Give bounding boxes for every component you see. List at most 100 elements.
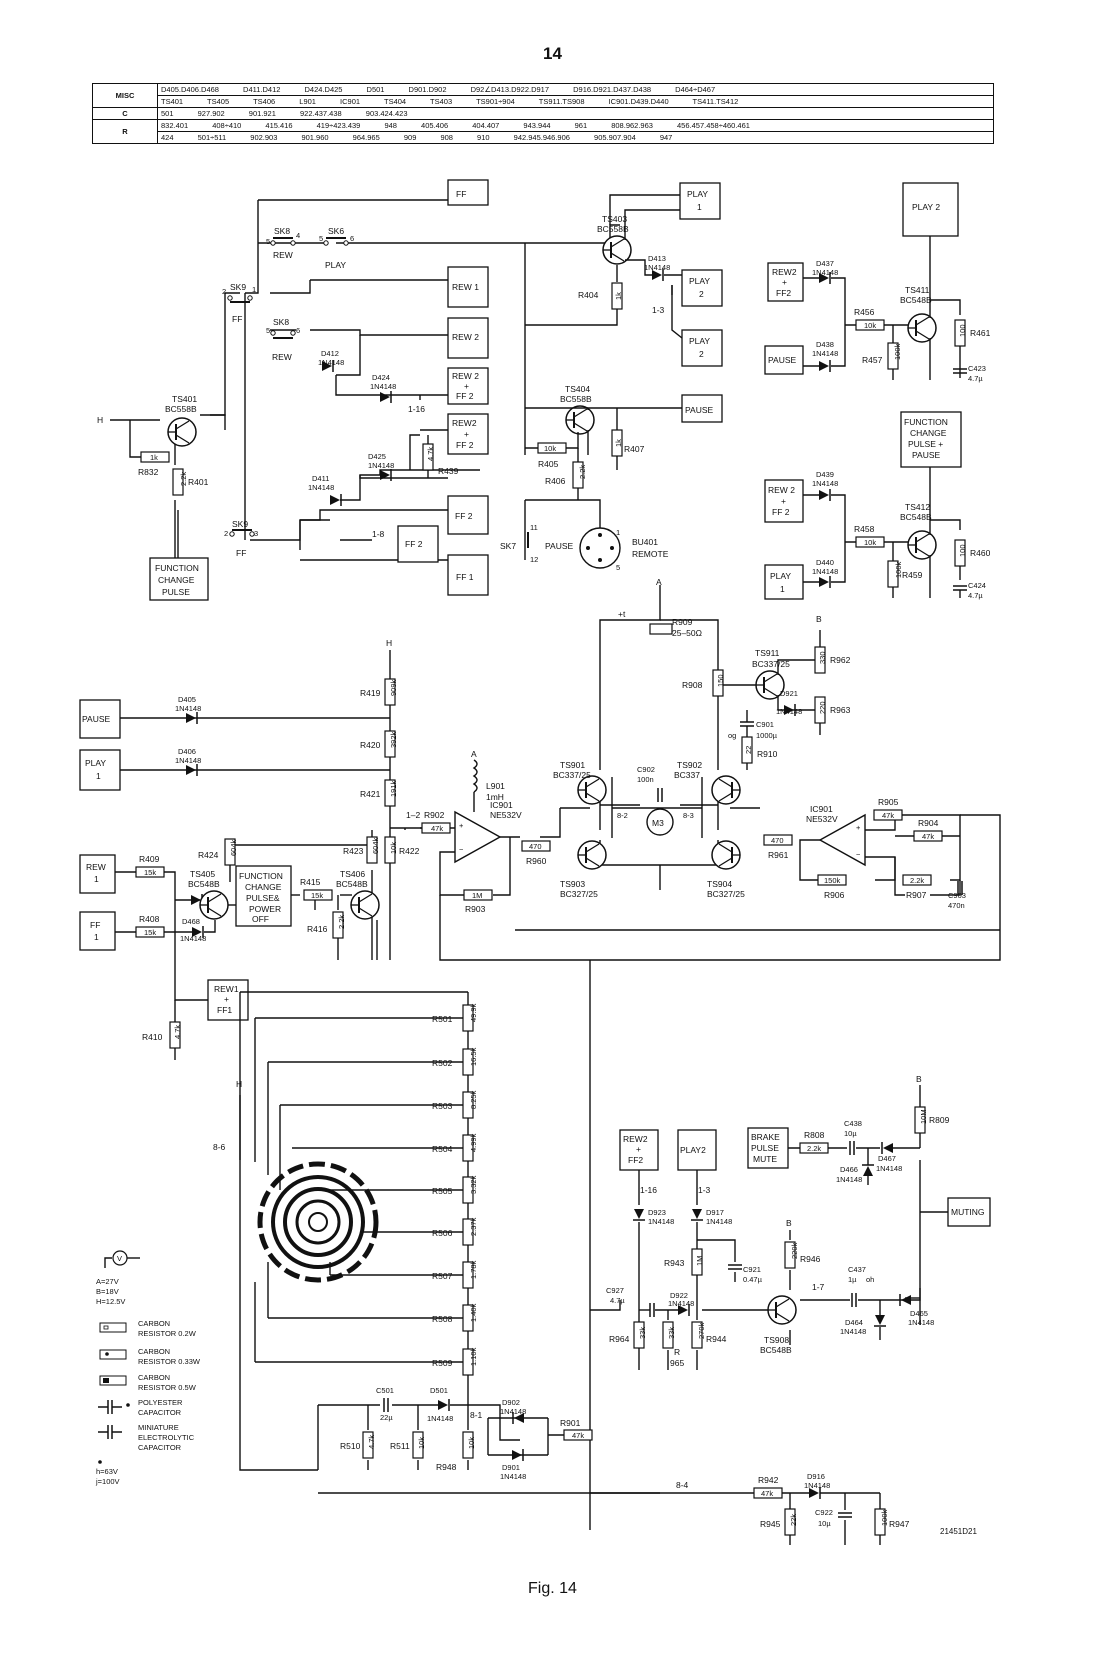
- svg-text:B: B: [916, 1074, 922, 1084]
- svg-text:REW: REW: [273, 250, 293, 260]
- svg-text:TS403: TS403: [602, 214, 627, 224]
- svg-text:TS903: TS903: [560, 879, 585, 889]
- svg-text:R508: R508: [432, 1314, 453, 1324]
- svg-text:FF 2: FF 2: [456, 391, 474, 401]
- svg-text:R420: R420: [360, 740, 381, 750]
- svg-text:R416: R416: [307, 924, 328, 934]
- svg-text:10k: 10k: [864, 538, 876, 547]
- svg-text:100: 100: [958, 324, 967, 337]
- svg-text:REW: REW: [86, 862, 106, 872]
- svg-text:D922: D922: [670, 1291, 688, 1300]
- svg-text:1-16: 1-16: [408, 404, 425, 414]
- svg-text:M3: M3: [652, 818, 664, 828]
- svg-text:4.99k: 4.99k: [469, 1133, 478, 1152]
- svg-text:C437: C437: [848, 1265, 866, 1274]
- svg-text:FF 2: FF 2: [405, 539, 423, 549]
- svg-text:+: +: [459, 821, 464, 830]
- svg-text:2.2k: 2.2k: [910, 876, 924, 885]
- block-play2-bot: PLAY2: [677, 1129, 717, 1171]
- svg-text:R407: R407: [624, 444, 645, 454]
- svg-text:TS911: TS911: [755, 648, 780, 658]
- svg-text:−: −: [856, 850, 861, 859]
- svg-text:5: 5: [266, 326, 270, 335]
- block-play2-top: PLAY2: [681, 269, 723, 307]
- svg-text:4.7µ: 4.7µ: [968, 591, 983, 600]
- svg-text:REW2: REW2: [772, 267, 797, 277]
- svg-text:47k: 47k: [431, 824, 443, 833]
- svg-text:470: 470: [771, 836, 784, 845]
- svg-text:CHANGE: CHANGE: [910, 428, 947, 438]
- svg-text:+: +: [856, 823, 861, 832]
- svg-text:2: 2: [222, 287, 226, 296]
- block-ff1: FF 1: [447, 554, 489, 596]
- svg-text:R510: R510: [340, 1441, 361, 1451]
- svg-text:PULSE +: PULSE +: [908, 439, 943, 449]
- figure-caption: Fig. 14: [528, 1580, 577, 1597]
- svg-text:1N4148: 1N4148: [812, 479, 838, 488]
- svg-text:D901: D901: [502, 1463, 520, 1472]
- svg-text:1.78k: 1.78k: [469, 1260, 478, 1279]
- svg-text:R963: R963: [830, 705, 851, 715]
- svg-text:+: +: [782, 277, 787, 287]
- svg-text:A=27V: A=27V: [96, 1277, 119, 1286]
- svg-text:22µ: 22µ: [380, 1413, 393, 1422]
- svg-text:R503: R503: [432, 1101, 453, 1111]
- svg-text:RESISTOR 0.2W: RESISTOR 0.2W: [138, 1329, 197, 1338]
- svg-text:R502: R502: [432, 1058, 453, 1068]
- svg-text:R409: R409: [139, 854, 160, 864]
- block-rew2-ff2-a: REW 2+FF 2: [447, 367, 489, 405]
- svg-text:h=63V: h=63V: [96, 1467, 118, 1476]
- svg-text:10M: 10M: [919, 1109, 928, 1124]
- svg-text:470n: 470n: [948, 901, 965, 910]
- svg-text:R943: R943: [664, 1258, 685, 1268]
- svg-text:R945: R945: [760, 1519, 781, 1529]
- svg-text:1N4148: 1N4148: [706, 1217, 732, 1226]
- svg-text:B: B: [816, 614, 822, 624]
- svg-text:BC548B: BC548B: [188, 879, 220, 889]
- svg-text:REW 2: REW 2: [452, 332, 479, 342]
- svg-text:100k: 100k: [894, 561, 903, 578]
- svg-text:100k: 100k: [893, 343, 902, 360]
- svg-text:8-1: 8-1: [470, 1410, 483, 1420]
- svg-text:8-3: 8-3: [683, 811, 694, 820]
- svg-text:470: 470: [529, 842, 542, 851]
- svg-text:R424: R424: [198, 850, 219, 860]
- svg-text:1N4148: 1N4148: [812, 349, 838, 358]
- svg-text:1-16: 1-16: [640, 1185, 657, 1195]
- svg-text:10µ: 10µ: [844, 1129, 857, 1138]
- svg-text:R908: R908: [682, 680, 703, 690]
- block-rew1: REW 1: [447, 266, 489, 308]
- svg-text:BC327/25: BC327/25: [560, 889, 598, 899]
- svg-text:1N4148: 1N4148: [812, 268, 838, 277]
- svg-text:og: og: [728, 731, 736, 740]
- svg-text:SK9: SK9: [232, 519, 248, 529]
